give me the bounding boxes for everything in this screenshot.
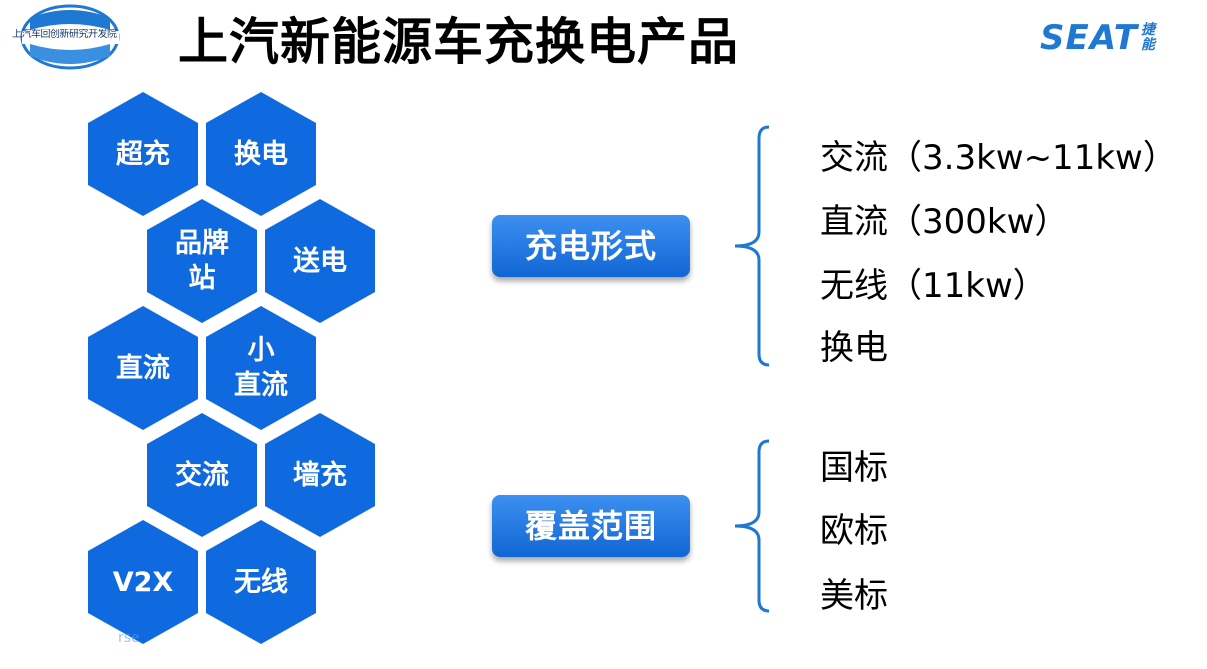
hex-label: 送电 <box>293 245 347 277</box>
hexagon-shape <box>147 413 257 537</box>
watermark-text: rse <box>118 630 140 646</box>
institute-logo: 上汽车回创新研究开发院 <box>8 4 133 70</box>
institute-logo-graphic <box>20 4 120 70</box>
charging-form-item-wireless: 无线（11kw） <box>820 266 1047 306</box>
coverage-item-gb: 国标 <box>820 448 888 488</box>
hexagon-shape <box>88 520 198 644</box>
hex-tile-wallbox: 墙充 <box>265 413 375 537</box>
hex-label: 换电 <box>234 138 288 170</box>
charging-form-item-swap: 换电 <box>820 328 888 368</box>
hex-label: 品牌 站 <box>175 228 229 294</box>
hexagon-shape <box>206 306 316 430</box>
coverage-item-eu: 欧标 <box>820 511 888 551</box>
charging-form-item-ac: 交流（3.3kw~11kw） <box>820 138 1177 178</box>
coverage-item-us: 美标 <box>820 576 888 616</box>
hexagon-shape <box>88 306 198 430</box>
charging-form-item-dc: 直流（300kw） <box>820 202 1069 242</box>
hexagon-shape <box>206 92 316 216</box>
hexagon-shape <box>147 199 257 323</box>
brace-icon <box>734 125 770 367</box>
brace-icon <box>734 439 770 613</box>
hex-label: 交流 <box>175 459 229 491</box>
hex-tile-wireless: 无线 <box>206 520 316 644</box>
seat-logo-sub-2: 能 <box>1140 37 1155 53</box>
institute-logo-text: 上汽车回创新研究开发院 <box>12 29 117 40</box>
hex-label: 无线 <box>234 566 288 598</box>
hex-tile-small-dc: 小 直流 <box>206 306 316 430</box>
hex-tile-battery-swap: 换电 <box>206 92 316 216</box>
hexagon-shape <box>265 199 375 323</box>
hex-tile-dc: 直流 <box>88 306 198 430</box>
seat-logo-sub: 捷 能 <box>1141 23 1155 53</box>
hex-label: 超充 <box>116 138 170 170</box>
seat-logo: SEAT 捷 能 <box>1040 18 1155 58</box>
charging-form-button[interactable]: 充电形式 <box>492 215 690 277</box>
coverage-button[interactable]: 覆盖范围 <box>492 495 690 557</box>
hex-tile-power-delivery: 送电 <box>265 199 375 323</box>
seat-logo-word: SEAT <box>1040 18 1138 58</box>
charging-form-brace <box>732 124 772 368</box>
hex-label: 墙充 <box>293 459 347 491</box>
hex-tile-v2x: V2X <box>88 520 198 644</box>
hex-label: V2X <box>112 566 174 598</box>
hex-label: 小 直流 <box>234 335 288 401</box>
coverage-brace <box>732 438 772 614</box>
hex-tile-supercharge: 超充 <box>88 92 198 216</box>
hex-label: 直流 <box>116 352 170 384</box>
seat-logo-sub-1: 捷 <box>1140 22 1155 38</box>
hexagon-shape <box>265 413 375 537</box>
page-title: 上汽新能源车充换电产品 <box>178 13 739 71</box>
hex-tile-ac: 交流 <box>147 413 257 537</box>
hex-tile-brand-station: 品牌 站 <box>147 199 257 323</box>
hexagon-shape <box>206 520 316 644</box>
hexagon-shape <box>88 92 198 216</box>
